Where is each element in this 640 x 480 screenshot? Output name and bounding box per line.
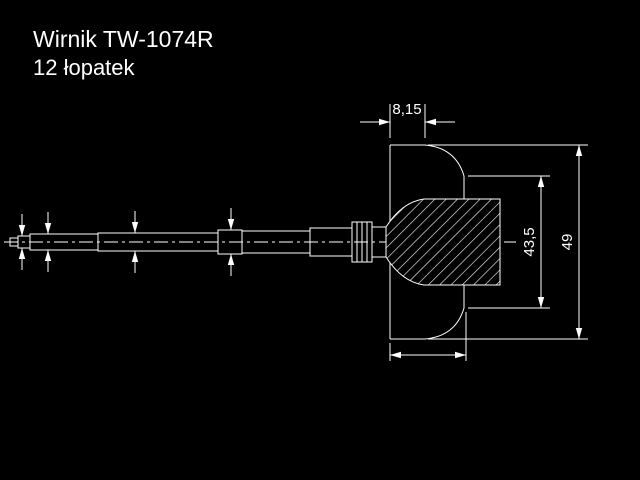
shaft-diameter-arrows xyxy=(18,208,235,276)
dim-tip-width-label: 8,15 xyxy=(392,101,421,118)
dim-inducer-diameter-label: 49 xyxy=(559,234,576,251)
title-block: Wirnik TW-1074R 12 łopatek xyxy=(33,24,214,82)
dim-tip-width: 8,15 xyxy=(360,101,455,138)
dim-exducer-diameter: 43,5 xyxy=(468,175,550,309)
dim-wheel-width-bottom xyxy=(389,312,467,361)
turbine-wheel xyxy=(385,144,501,340)
hub-section-hatch xyxy=(385,198,501,286)
seal-rings xyxy=(351,221,387,263)
blade-tip-contour-top xyxy=(424,144,465,177)
dim-exducer-diameter-label: 43,5 xyxy=(521,227,538,256)
dim-inducer-diameter: 49 xyxy=(428,144,588,340)
drawing-title: Wirnik TW-1074R xyxy=(33,26,214,52)
drawing-subtitle: 12 łopatek xyxy=(33,55,135,80)
shaft-outline xyxy=(9,221,387,263)
blade-tip-contour-bottom xyxy=(424,307,465,340)
